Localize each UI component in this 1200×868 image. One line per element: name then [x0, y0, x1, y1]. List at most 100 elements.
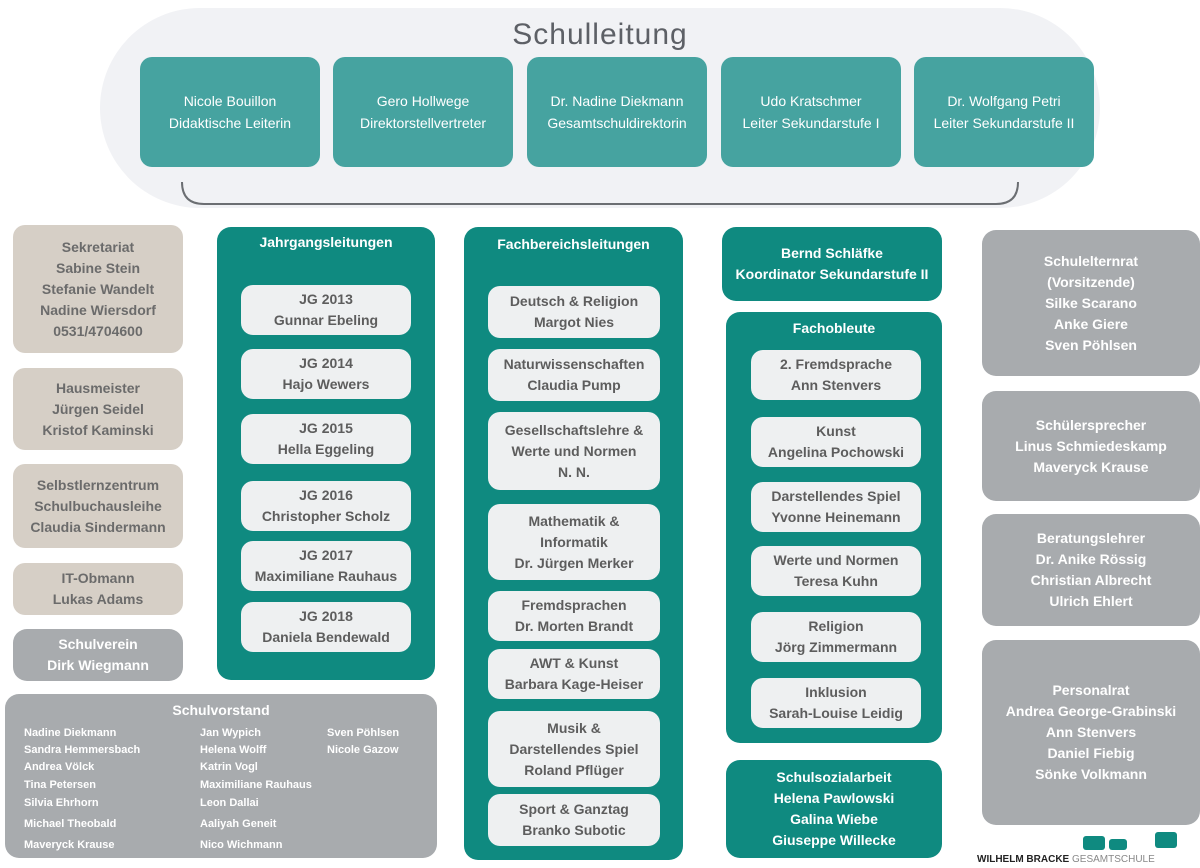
card-line: Mathematik & — [528, 512, 620, 529]
box-line: Stefanie Wandelt — [41, 280, 155, 297]
leader-name: Dr. Wolfgang Petri — [947, 93, 1061, 109]
box-line: Koordinator Sekundarstufe II — [735, 266, 929, 282]
hausmeister-box: Hausmeister Jürgen Seidel Kristof Kamins… — [13, 368, 183, 450]
personalrat-box: Personalrat Andrea George-Grabinski Ann … — [982, 640, 1200, 825]
column-title: Fachbereichsleitungen — [497, 236, 650, 252]
box-line: Sven Pöhlsen — [1045, 336, 1137, 353]
card-line: Margot Nies — [533, 314, 615, 330]
box-title: Schulverein — [58, 636, 138, 652]
member-name: Jan Wypich — [200, 727, 261, 739]
logo-text-light: GESAMTSCHULE — [1072, 854, 1155, 865]
beratungslehrer-box: Beratungslehrer Dr. Anike Rössig Christi… — [982, 514, 1200, 626]
box-line: Galina Wiebe — [790, 811, 878, 827]
jahrgang-card: JG 2017 Maximiliane Rauhaus — [241, 541, 411, 591]
leader-card: Gero Hollwege Direktorstellvertreter — [333, 57, 513, 167]
jahrgang-card: JG 2013 Gunnar Ebeling — [241, 285, 411, 335]
card-name: Teresa Kuhn — [794, 573, 878, 589]
sekretariat-box: Sekretariat Sabine Stein Stefanie Wandel… — [13, 225, 183, 353]
logo-text-bold: WILHELM BRACKE — [977, 854, 1070, 865]
column-title: Fachobleute — [792, 320, 876, 336]
box-title: Schülersprecher — [1035, 416, 1147, 433]
box-line: Giuseppe Willecke — [772, 832, 896, 848]
fachbereich-card: Fremdsprachen Dr. Morten Brandt — [488, 591, 660, 641]
box-line: Schulbuchausleihe — [34, 497, 162, 514]
fachbereich-card: Sport & Ganztag Branko Subotic — [488, 794, 660, 846]
leader-role: Leiter Sekundarstufe I — [742, 115, 880, 131]
member-name: Sandra Hemmersbach — [24, 744, 141, 756]
member-name: Nicole Gazow — [327, 744, 399, 756]
member-name: Michael Theobald — [24, 818, 117, 830]
card-line: Gesellschaftslehre & — [504, 421, 644, 438]
box-line: Dirk Wiegmann — [47, 657, 149, 673]
box-line: Selbstlernzentrum — [36, 476, 160, 493]
leader-name: Gero Hollwege — [376, 93, 470, 109]
jahrgang-label: JG 2015 — [299, 420, 353, 436]
box-line: (Vorsitzende) — [1047, 273, 1135, 290]
card-name: Angelina Pochowski — [767, 444, 905, 460]
box-line: Kristof Kaminski — [42, 421, 154, 438]
box-title: Beratungslehrer — [1036, 530, 1146, 546]
member-name: Maximiliane Rauhaus — [200, 779, 312, 791]
card-subject: Kunst — [816, 423, 856, 439]
jahrgang-lead: Hella Eggeling — [277, 441, 375, 457]
card-line: Naturwissenschaften — [503, 356, 645, 372]
box-title: Bernd Schläfke — [781, 245, 883, 261]
box-line: Nadine Wiersdorf — [40, 301, 156, 318]
leader-name: Nicole Bouillon — [183, 93, 277, 109]
card-line: N. N. — [558, 463, 590, 480]
card-subject: Darstellendes Spiel — [771, 488, 901, 504]
fachobleute-card: Inklusion Sarah-Louise Leidig — [751, 678, 921, 728]
jahrgang-card: JG 2018 Daniela Bendewald — [241, 602, 411, 652]
member-name: Andrea Völck — [24, 761, 95, 773]
jahrgang-lead: Christopher Scholz — [261, 508, 391, 524]
card-subject: Religion — [808, 618, 864, 634]
jahrgang-lead: Gunnar Ebeling — [273, 312, 379, 328]
fachobleute-card: Werte und Normen Teresa Kuhn — [751, 546, 921, 596]
jahrgang-label: JG 2016 — [299, 487, 353, 503]
card-line: Branko Subotic — [522, 822, 626, 838]
fachobleute-card: Religion Jörg Zimmermann — [751, 612, 921, 662]
leader-card: Dr. Nadine Diekmann Gesamtschuldirektori… — [527, 57, 707, 167]
card-name: Yvonne Heinemann — [771, 509, 901, 525]
fachbereich-card: Deutsch & Religion Margot Nies — [488, 286, 660, 338]
box-line: Lukas Adams — [52, 591, 144, 607]
box-title: IT-Obmann — [61, 570, 135, 586]
member-name: Leon Dallai — [200, 797, 259, 809]
member-name: Aaliyah Geneit — [200, 818, 277, 830]
box-title: Schulvorstand — [172, 702, 270, 718]
jahrgang-label: JG 2017 — [299, 547, 353, 563]
card-name: Ann Stenvers — [790, 377, 882, 393]
jahrgang-card: JG 2014 Hajo Wewers — [241, 349, 411, 399]
jahrgang-label: JG 2013 — [299, 291, 353, 307]
leadership-brace — [181, 181, 1019, 205]
box-line: Maveryck Krause — [1033, 458, 1149, 475]
fachbereich-card: Naturwissenschaften Claudia Pump — [488, 349, 660, 401]
box-line: Linus Schmiedeskamp — [1015, 437, 1167, 454]
member-name: Helena Wolff — [200, 744, 267, 756]
leader-role: Gesamtschuldirektorin — [547, 115, 687, 131]
fachobleute-card: Darstellendes Spiel Yvonne Heinemann — [751, 482, 921, 532]
schulelternrat-box: Schulelternrat (Vorsitzende) Silke Scara… — [982, 230, 1200, 376]
box-line: Claudia Sindermann — [30, 518, 166, 535]
fachbereich-card: Gesellschaftslehre & Werte und Normen N.… — [488, 412, 660, 490]
card-line: Barbara Kage-Heiser — [504, 676, 644, 692]
box-line: 0531/4704600 — [53, 322, 143, 339]
fachobleute-card: Kunst Angelina Pochowski — [751, 417, 921, 467]
card-line: Deutsch & Religion — [509, 293, 639, 309]
member-name: Sven Pöhlsen — [327, 727, 400, 739]
box-line: Dr. Anike Rössig — [1035, 551, 1147, 567]
box-title: Sekretariat — [61, 238, 135, 255]
leader-card: Nicole Bouillon Didaktische Leiterin — [140, 57, 320, 167]
fachobleute-card: 2. Fremdsprache Ann Stenvers — [751, 350, 921, 400]
jahrgang-card: JG 2015 Hella Eggeling — [241, 414, 411, 464]
school-logo: WILHELM BRACKE GESAMTSCHULE — [975, 830, 1200, 868]
logo-text: WILHELM BRACKE GESAMTSCHULE — [977, 854, 1200, 865]
card-subject: 2. Fremdsprache — [779, 356, 893, 372]
jahrgang-card: JG 2016 Christopher Scholz — [241, 481, 411, 531]
schulverein-box: Schulverein Dirk Wiegmann — [13, 629, 183, 681]
box-title: Hausmeister — [55, 379, 141, 396]
fachbereich-card: AWT & Kunst Barbara Kage-Heiser — [488, 649, 660, 699]
schulsozialarbeit-box: Schulsozialarbeit Helena Pawlowski Galin… — [726, 760, 942, 858]
selbstlernzentrum-box: Selbstlernzentrum Schulbuchausleihe Clau… — [13, 464, 183, 548]
logo-block — [1155, 832, 1177, 848]
